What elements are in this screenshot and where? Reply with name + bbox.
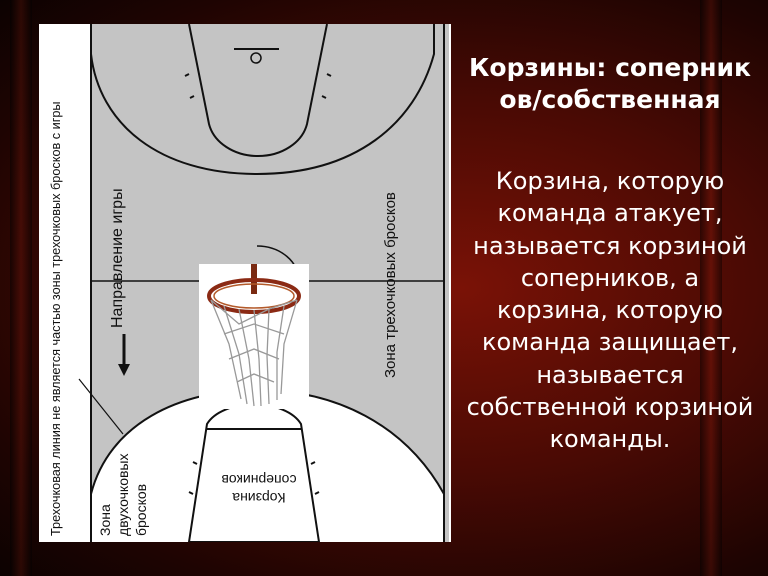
hash-mark	[184, 73, 190, 77]
hoop-icon	[207, 264, 301, 407]
rim-top	[250, 52, 262, 64]
slide-title: Корзины: соперников/собственная	[468, 53, 751, 114]
hash-mark	[189, 95, 195, 99]
court-diagram: Трехочковая линия не является частью зон…	[39, 24, 451, 542]
hash-mark	[192, 461, 198, 465]
hash-mark	[310, 461, 316, 465]
direction-arrow-head	[118, 364, 130, 376]
slide-body-text: Корзина, которую команда атакует, называ…	[466, 167, 754, 454]
basketball-hoop-image	[199, 264, 309, 409]
hash-mark	[321, 95, 327, 99]
hash-mark	[326, 73, 332, 77]
two-point-zone-label-2: двухочковых	[115, 453, 131, 536]
basket-label-line1: Корзина	[232, 490, 286, 506]
three-point-zone-label: Зона трехочковых бросков	[382, 192, 399, 378]
basket-label-line2: соперников	[221, 472, 297, 488]
curtain-fold	[10, 0, 32, 576]
hash-mark	[188, 491, 194, 495]
two-point-zone-label-1: Зона	[97, 504, 113, 536]
three-point-line-label: Трехочковая линия не является частью зон…	[49, 101, 63, 536]
hash-mark	[314, 491, 320, 495]
direction-label: Направление игры	[109, 188, 126, 328]
label-pointer	[78, 378, 124, 435]
three-point-arc-top	[90, 24, 435, 176]
key-top	[188, 24, 328, 158]
two-point-zone-label-3: бросков	[133, 483, 149, 536]
opponent-basket-label: Корзина соперников	[209, 471, 309, 507]
curtain-fold	[700, 0, 722, 576]
